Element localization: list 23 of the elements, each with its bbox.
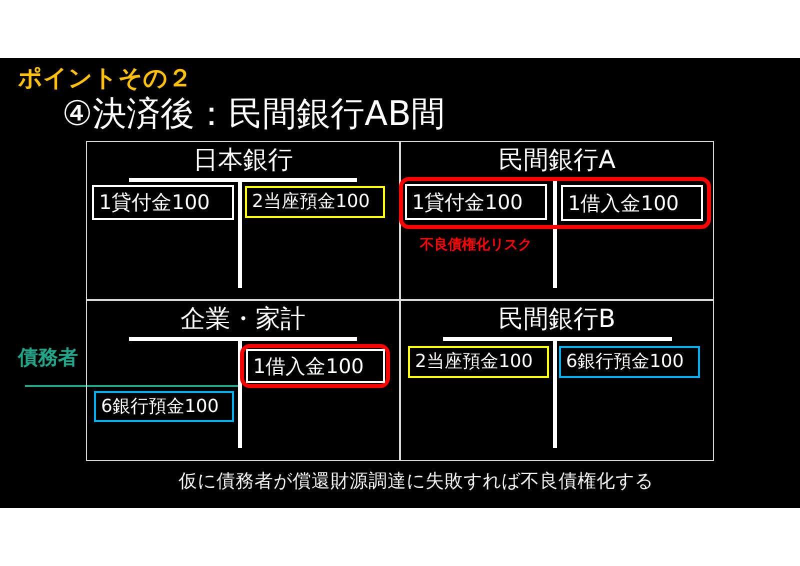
account-entry: 1貸付金100: [405, 184, 547, 220]
account-entry: 1貸付金100: [92, 185, 234, 220]
account-panel: [86, 141, 400, 300]
account-entry: 6銀行預金100: [94, 391, 234, 422]
slide-caption: 仮に債務者が償還財源調達に失敗すれば不良債権化する: [178, 470, 654, 494]
account-entry: 1借入金100: [246, 349, 385, 383]
panel-heading: 民間銀行B: [498, 304, 616, 334]
account-panel: [400, 300, 714, 461]
highlight-ring: [399, 177, 711, 229]
side-label: 債務者: [18, 345, 78, 370]
account-entry: 2当座預金100: [245, 186, 385, 218]
point-heading: ポイントその２: [18, 63, 192, 93]
account-entry: 1借入金100: [561, 185, 703, 221]
panel-heading: 企業・家計: [180, 304, 306, 334]
account-entry: 6銀行預金100: [559, 346, 700, 378]
highlight-ring: [240, 344, 390, 388]
account-entry: 2当座預金100: [408, 346, 549, 378]
risk-note: 不良債権化リスク: [420, 236, 532, 254]
slide-title: ④決済後：民間銀行AB間: [62, 94, 446, 134]
account-panel: [400, 141, 714, 300]
panel-heading: 日本銀行: [193, 145, 293, 175]
account-panel: [86, 300, 400, 461]
panel-heading: 民間銀行A: [498, 145, 616, 175]
